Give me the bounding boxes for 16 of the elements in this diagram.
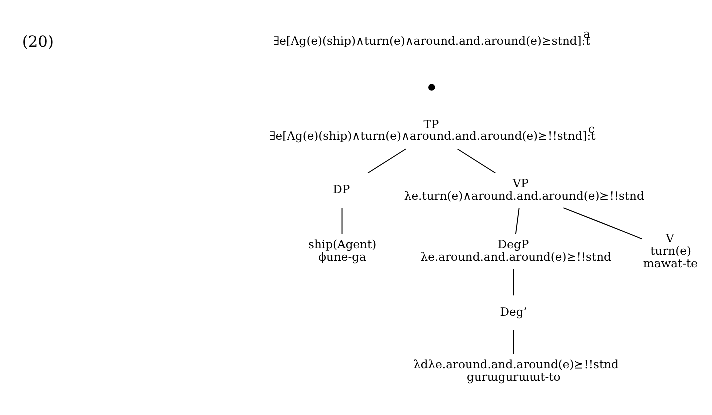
node-text: VP λe.turn(e)∧around.and.around(e)⪰!!stnd bbox=[404, 176, 644, 203]
node-text: λdλe.around.and.around(e)⪰!!stnd gurɯgurɯɯt-to bbox=[414, 358, 619, 384]
connector bbox=[513, 268, 514, 296]
connector bbox=[368, 148, 406, 174]
node-text: Deg’ bbox=[500, 305, 528, 320]
node-text: DP bbox=[333, 182, 350, 197]
node-circle bbox=[428, 84, 436, 91]
node-text: V turn(e) mawat-te bbox=[643, 231, 698, 270]
label: (20) bbox=[22, 32, 54, 51]
connector bbox=[515, 208, 520, 235]
connector bbox=[342, 208, 343, 235]
connector bbox=[513, 330, 514, 355]
connector bbox=[563, 208, 643, 240]
node-text: DegP λe.around.and.around(e)⪰!!stnd bbox=[420, 238, 612, 264]
node-text: ship(Agent) ϕune-ga bbox=[308, 238, 377, 264]
connector bbox=[457, 148, 496, 174]
